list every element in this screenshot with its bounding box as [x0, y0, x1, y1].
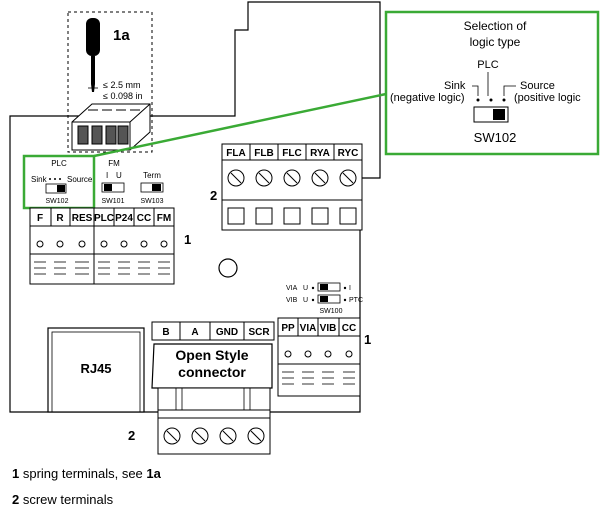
sw102-left: Sink [31, 175, 48, 184]
sw100-u-1: U [303, 285, 308, 292]
callout-1-right: 1 [364, 332, 371, 347]
callout-source: Source [520, 80, 555, 92]
terminal-p24: P24 [115, 213, 133, 224]
callout-leaders [472, 72, 516, 96]
terminal-rya: RYA [310, 148, 330, 159]
sw101-title: FM [108, 159, 120, 168]
legend-ref-1a: 1a [146, 466, 161, 481]
terminal-ryc: RYC [338, 148, 359, 159]
legend-num-2: 2 [12, 492, 20, 507]
callout-plc: PLC [477, 59, 498, 71]
terminal-flb: FLB [254, 148, 273, 159]
terminal-fla: FLA [226, 148, 245, 159]
terminal-block-mid: PLC P24 CC FM [93, 207, 175, 285]
sw102-right: Source [67, 175, 93, 184]
sw100-name: SW100 [320, 308, 343, 315]
terminal-a: A [191, 327, 198, 338]
terminal-cc-mid: CC [137, 213, 151, 224]
sw100-i: I [349, 285, 351, 292]
terminal-block-relay: FLA FLB FLC RYA RYC [221, 143, 363, 231]
terminal-block-analog: PP VIA VIB CC [277, 317, 361, 397]
sw101-left: I [106, 171, 108, 180]
mounting-hole [218, 258, 238, 278]
terminal-cc-analog: CC [342, 323, 356, 334]
callout-1-top: 1 [184, 232, 191, 247]
terminal-block-left: F R RES [29, 207, 95, 285]
sw103-title: Term [143, 171, 161, 180]
sw102-switch [45, 183, 67, 194]
spring-terminal-block-sketch [71, 103, 151, 151]
legend-num-1: 1 [12, 466, 20, 481]
rj45-label: RJ45 [80, 361, 111, 376]
connector-label-2: connector [178, 364, 246, 380]
terminal-via: VIA [300, 323, 317, 334]
terminal-f: F [37, 213, 43, 224]
sw101-switch [101, 182, 125, 193]
terminal-scr: SCR [248, 327, 270, 338]
terminal-vib: VIB [320, 323, 337, 334]
callout-sink: Sink [444, 80, 466, 92]
terminal-gnd: GND [216, 327, 238, 338]
callout-2-relay: 2 [210, 188, 217, 203]
callout-title-2: logic type [470, 35, 521, 49]
screw-terminal-plug [157, 409, 271, 455]
sw100-vib: VIB [286, 297, 298, 304]
terminal-pp: PP [281, 323, 295, 334]
rj45-port: RJ45 [47, 327, 145, 413]
sw101-name: SW101 [102, 198, 125, 205]
sw100-u-2: U [303, 297, 308, 304]
sw102-title: PLC [51, 159, 67, 168]
callout-title-1: Selection of [464, 19, 527, 33]
terminal-flc: FLC [282, 148, 301, 159]
terminal-labels-comm: B A GND SCR [151, 321, 275, 341]
legend-text-2: screw terminals [19, 492, 114, 507]
callout-switch-dots [476, 98, 506, 102]
logic-callout-box [384, 10, 600, 156]
terminal-fm: FM [157, 213, 171, 224]
sw103-name: SW103 [141, 198, 164, 205]
open-style-connector: Open Style connector [151, 343, 273, 413]
screwdriver-icon [86, 18, 100, 92]
terminal-res: RES [72, 213, 93, 224]
callout-sink-desc: (negative logic) [390, 92, 465, 104]
callout-leader [93, 92, 387, 158]
sw100: VIA U I VIB U PTC SW100 [286, 282, 363, 315]
sw100-via: VIA [286, 285, 298, 292]
sw102-dots [49, 178, 61, 180]
terminal-plc: PLC [94, 213, 114, 224]
terminal-b: B [162, 327, 169, 338]
sw102-name: SW102 [46, 198, 69, 205]
connector-label-1: Open Style [175, 347, 248, 363]
dim-width: ≤ 2.5 mm [103, 80, 140, 90]
legend-item-2: 2 screw terminals [12, 492, 113, 507]
dim-inch: ≤ 0.098 in [103, 91, 142, 101]
screwdriver-label: 1a [113, 27, 130, 44]
legend-text-1: spring terminals, see [19, 466, 147, 481]
sw100-ptc: PTC [349, 297, 363, 304]
callout-2-bottom: 2 [128, 428, 135, 443]
callout-switch [473, 106, 509, 123]
callout-source-desc: (positive logic [514, 92, 581, 104]
legend-item-1: 1 spring terminals, see 1a [12, 466, 161, 481]
terminal-r: R [56, 213, 64, 224]
callout-switch-name: SW102 [474, 130, 517, 145]
sw101-right: U [116, 171, 122, 180]
